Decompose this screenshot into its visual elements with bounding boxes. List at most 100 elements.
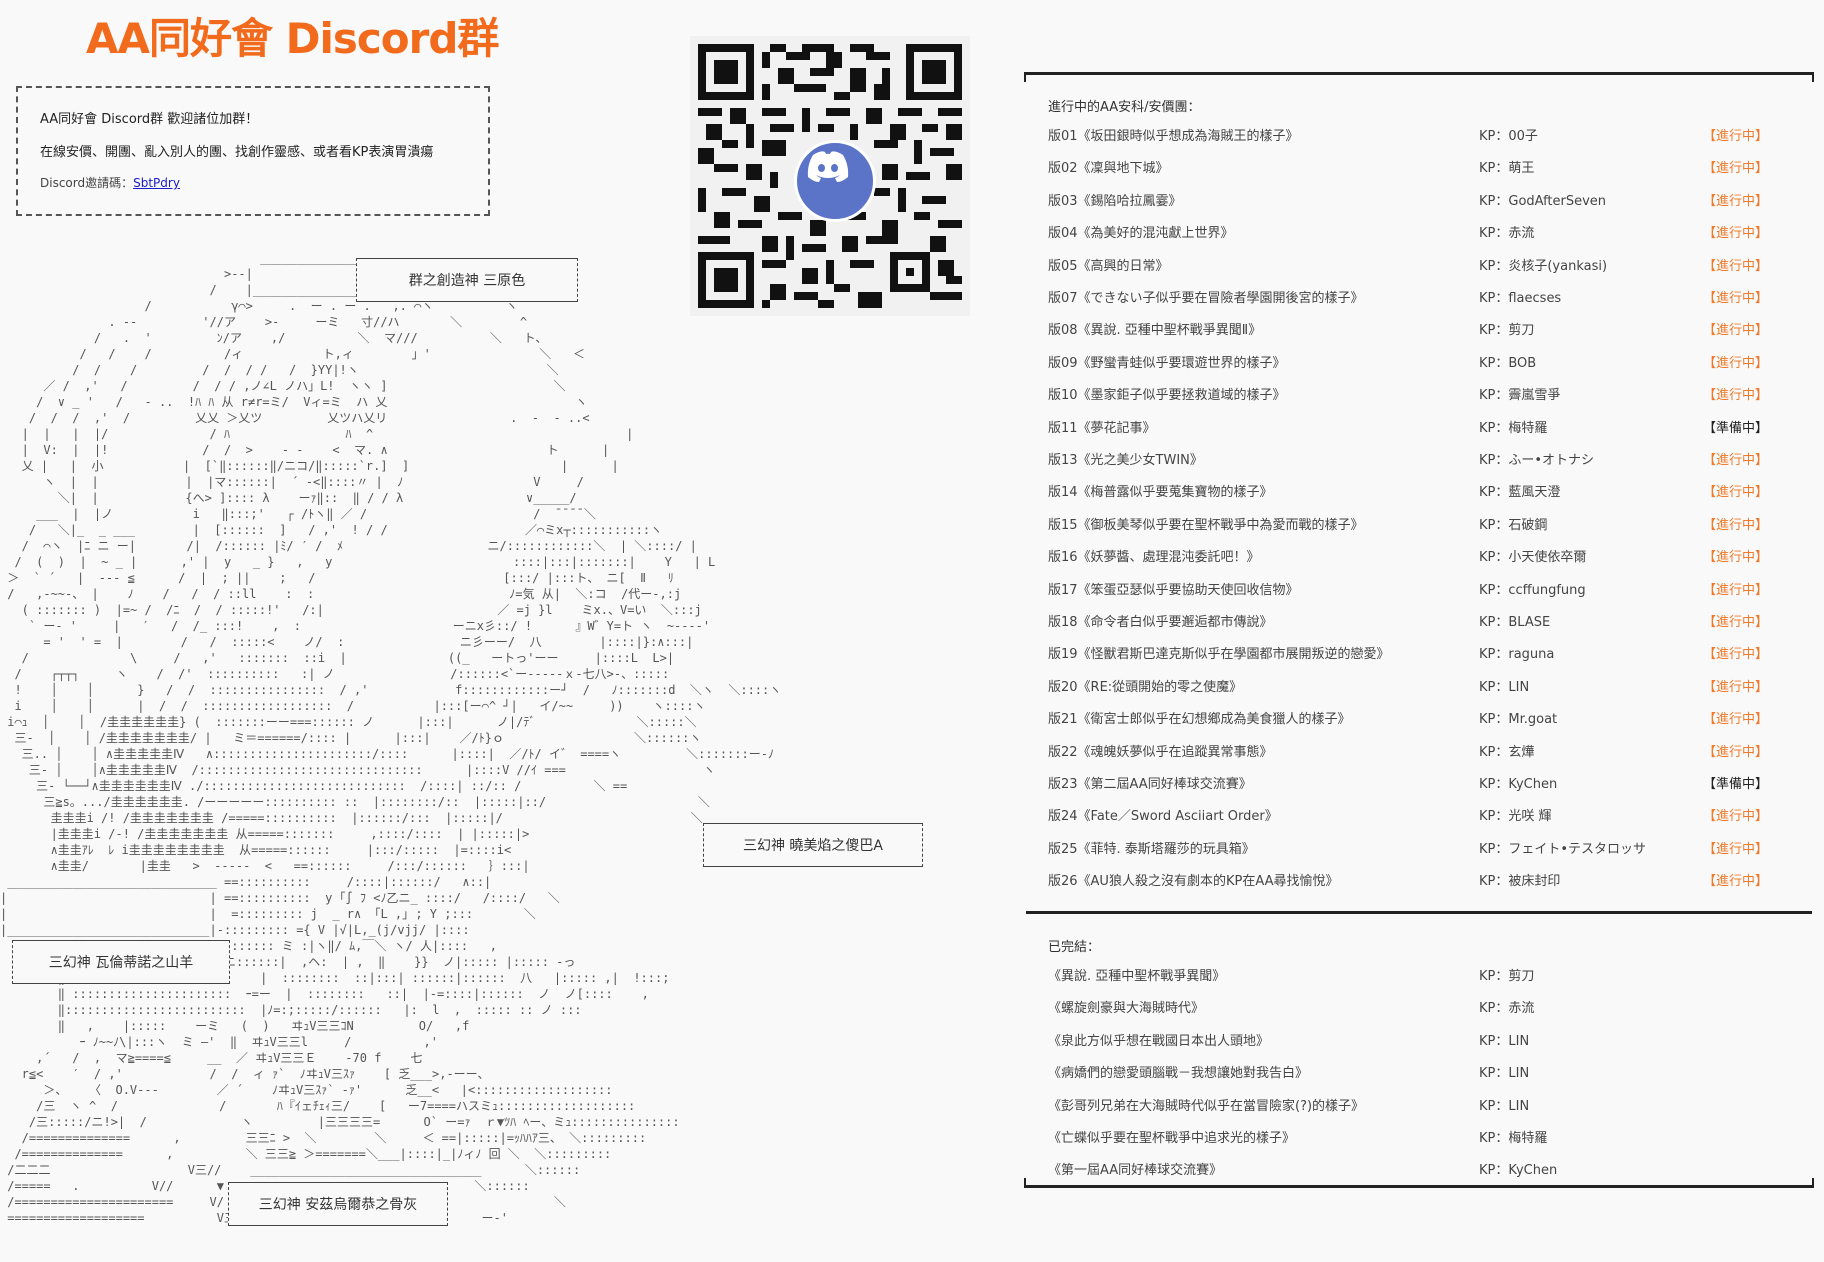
ongoing-row[interactable]: 版22《魂魄妖夢似乎在追蹤異常事態》KP：玄燁【進行中】 bbox=[1048, 741, 1788, 765]
ongoing-row[interactable]: 版09《野蠻青蛙似乎要環遊世界的樣子》KP：BOB【進行中】 bbox=[1048, 352, 1788, 376]
campaign-title[interactable]: 版02《凜與地下城》 bbox=[1048, 161, 1169, 177]
discord-logo-icon bbox=[794, 140, 876, 222]
ongoing-row[interactable]: 版01《坂田銀時似乎想成為海賊王的樣子》KP：00子【進行中】 bbox=[1048, 125, 1788, 149]
campaign-title[interactable]: 版17《笨蛋亞瑟似乎要協助天使回收信物》 bbox=[1048, 582, 1299, 598]
campaign-title[interactable]: 版19《怪獸君斯巴達克斯似乎在學園都市展開叛逆的戀愛》 bbox=[1048, 647, 1390, 663]
status-badge: 【進行中】 bbox=[1703, 258, 1769, 274]
campaign-title[interactable]: 版16《妖夢醬、處理混沌委託吧！》 bbox=[1048, 550, 1260, 566]
campaign-title[interactable]: 版20《RE:從頭開始的零之使魔》 bbox=[1048, 679, 1243, 695]
ongoing-row[interactable]: 版08《異說. 亞種中聖杯戰爭異聞Ⅱ》KP：剪刀【進行中】 bbox=[1048, 319, 1788, 343]
invite-code-link[interactable]: SbtPdry bbox=[133, 176, 180, 190]
ongoing-row[interactable]: 版20《RE:從頭開始的零之使魔》KP：LIN【進行中】 bbox=[1048, 676, 1788, 700]
campaign-title[interactable]: 《異說. 亞種中聖杯戰爭異聞》 bbox=[1048, 969, 1226, 984]
ongoing-row[interactable]: 版18《命令者白似乎要邂逅都市傳說》 KP：BLASE 【進行中】 bbox=[1048, 611, 1788, 635]
campaign-title[interactable]: 版18《命令者白似乎要邂逅都市傳說》 bbox=[1048, 615, 1273, 630]
campaign-title[interactable]: 版05《高興的日常》 bbox=[1048, 258, 1169, 274]
ongoing-row[interactable]: 版24《Fate／Sword Asciiart Order》KP：光咲 輝【進行… bbox=[1048, 805, 1788, 829]
ongoing-row[interactable]: 版04《為美好的混沌獻上世界》KP：赤流【進行中】 bbox=[1048, 222, 1788, 246]
ongoing-row[interactable]: 版05《高興的日常》KP：炎核子(yankasi)【進行中】 bbox=[1048, 255, 1788, 279]
completed-heading: 已完結： bbox=[1048, 940, 1101, 955]
campaign-list-panel: 進行中的AA安科/安價團： 版01《坂田銀時似乎想成為海賊王的樣子》KP：00子… bbox=[1024, 68, 1814, 1203]
campaign-title[interactable]: 版04《為美好的混沌獻上世界》 bbox=[1048, 226, 1234, 242]
campaign-title[interactable]: 版10《墨家鉅子似乎要拯救道域的樣子》 bbox=[1048, 388, 1286, 404]
completed-row[interactable]: 《病嬌們的戀愛頭腦戰－我想讓她對我告白》KP：LIN bbox=[1048, 1062, 1788, 1086]
kp-name: KP：ccffungfung bbox=[1479, 582, 1586, 598]
completed-row[interactable]: 《彭哥列兄弟在大海賊時代似乎在當冒險家(?)的樣子》KP：LIN bbox=[1048, 1095, 1788, 1119]
kp-name: KP：梅特羅 bbox=[1479, 420, 1548, 436]
ongoing-row[interactable]: 版07《できない子似乎要在冒險者學園開後宮的樣子》 KP：flaecses 【進行中… bbox=[1048, 287, 1788, 311]
campaign-title[interactable]: 版09《野蠻青蛙似乎要環遊世界的樣子》 bbox=[1048, 355, 1286, 371]
ongoing-row[interactable]: 版19《怪獸君斯巴達克斯似乎在學園都市展開叛逆的戀愛》KP：raguna【進行中… bbox=[1048, 643, 1788, 667]
kp-name: KP：石破鋼 bbox=[1479, 517, 1548, 533]
status-badge: 【進行中】 bbox=[1703, 161, 1769, 177]
ascii-art-text: ___________________________ >--| |--=ミ /… bbox=[0, 251, 782, 1225]
campaign-title[interactable]: 版14《梅普露似乎要蒐集寶物的樣子》 bbox=[1048, 485, 1273, 501]
campaign-title[interactable]: 版21《衛宮士郎似乎在幻想鄉成為美食獵人的樣子》 bbox=[1048, 712, 1351, 728]
campaign-title[interactable]: 版26《AU狼人殺之沒有劇本的KP在AA尋找愉悅》 bbox=[1048, 874, 1339, 890]
campaign-title[interactable]: 版22《魂魄妖夢似乎在追蹤異常事態》 bbox=[1048, 744, 1273, 760]
ongoing-row[interactable]: 版21《衛宮士郎似乎在幻想鄉成為美食獵人的樣子》KP：Mr.goat【進行中】 bbox=[1048, 708, 1788, 732]
campaign-title[interactable]: 版11《夢花記事》 bbox=[1048, 420, 1156, 436]
ongoing-row[interactable]: 版25《菲特. 泰斯塔羅莎的玩具箱》KP：フェイト•テスタロッサ【進行中】 bbox=[1048, 838, 1788, 862]
status-badge: 【準備中】 bbox=[1703, 777, 1769, 792]
ongoing-row[interactable]: 版17《笨蛋亞瑟似乎要協助天使回收信物》KP：ccffungfung【進行中】 bbox=[1048, 579, 1788, 603]
campaign-title[interactable]: 《螺旋劍豪與大海賊時代》 bbox=[1048, 1001, 1205, 1017]
campaign-title[interactable]: 版25《菲特. 泰斯塔羅莎的玩具箱》 bbox=[1048, 841, 1255, 857]
art-label-creator: 群之創造神 三原色 bbox=[356, 258, 578, 302]
kp-name: KP：BLASE bbox=[1479, 615, 1551, 630]
completed-row[interactable]: 《螺旋劍豪與大海賊時代》KP：赤流 bbox=[1048, 997, 1788, 1021]
ongoing-row[interactable]: 版14《梅普露似乎要蒐集寶物的樣子》KP：藍風天澄【進行中】 bbox=[1048, 481, 1788, 505]
completed-row[interactable]: 《亡蝶似乎要在聖杯戰爭中追求光的樣子》 KP：梅特羅 bbox=[1048, 1127, 1788, 1151]
status-badge: 【進行中】 bbox=[1703, 193, 1769, 209]
ongoing-heading: 進行中的AA安科/安價團： bbox=[1048, 100, 1201, 115]
status-badge: 【進行中】 bbox=[1703, 291, 1769, 306]
campaign-title[interactable]: 《彭哥列兄弟在大海賊時代似乎在當冒險家(?)的樣子》 bbox=[1048, 1098, 1365, 1114]
status-badge: 【進行中】 bbox=[1703, 712, 1769, 728]
kp-name: KP：flaecses bbox=[1479, 291, 1562, 306]
campaign-title[interactable]: 《亡蝶似乎要在聖杯戰爭中追求光的樣子》 bbox=[1048, 1131, 1296, 1146]
kp-name: KP：KyChen bbox=[1479, 777, 1558, 792]
campaign-title[interactable]: 版07《できない子似乎要在冒險者學園開後宮的樣子》 bbox=[1048, 291, 1364, 306]
campaign-title[interactable]: 版08《異說. 亞種中聖杯戰爭異聞Ⅱ》 bbox=[1048, 323, 1262, 339]
campaign-title[interactable]: 《病嬌們的戀愛頭腦戰－我想讓她對我告白》 bbox=[1048, 1066, 1309, 1082]
invite-line: Discord邀請碼：SbtPdry bbox=[40, 174, 488, 191]
campaign-title[interactable]: 《第一屆AA同好棒球交流賽》 bbox=[1048, 1163, 1223, 1179]
campaign-title[interactable]: 版15《御板美琴似乎要在聖杯戰爭中為愛而戰的樣子》 bbox=[1048, 517, 1364, 533]
ongoing-row[interactable]: 版26《AU狼人殺之沒有劇本的KP在AA尋找愉悅》 KP：被床封印 【進行中】 bbox=[1048, 870, 1788, 894]
art-label-ainz: 三幻神 安茲烏爾恭之骨灰 bbox=[228, 1182, 448, 1226]
status-badge: 【進行中】 bbox=[1703, 615, 1769, 630]
status-badge: 【進行中】 bbox=[1703, 517, 1769, 533]
campaign-title[interactable]: 版13《光之美少女TWIN》 bbox=[1048, 453, 1203, 468]
ongoing-row[interactable]: 版15《御板美琴似乎要在聖杯戰爭中為愛而戰的樣子》 KP：石破鋼 【進行中】 bbox=[1048, 514, 1788, 538]
kp-name: KP：被床封印 bbox=[1479, 874, 1561, 890]
completed-row[interactable]: 《第一屆AA同好棒球交流賽》 KP：KyChen bbox=[1048, 1159, 1788, 1183]
info-box: AA同好會 Discord群 歡迎諸位加群！ 在線安價、開團、亂入別人的團、找創… bbox=[16, 86, 490, 216]
kp-name: KP：ふー•オトナシ bbox=[1479, 453, 1595, 468]
invite-label: Discord邀請碼： bbox=[40, 176, 134, 190]
kp-name: KP：赤流 bbox=[1479, 226, 1535, 242]
kp-name: KP：KyChen bbox=[1479, 1163, 1558, 1179]
kp-name: KP：GodAfterSeven bbox=[1479, 193, 1607, 209]
campaign-title[interactable]: 版24《Fate／Sword Asciiart Order》 bbox=[1048, 809, 1278, 825]
campaign-title[interactable]: 版01《坂田銀時似乎想成為海賊王的樣子》 bbox=[1048, 129, 1299, 144]
kp-name: KP：raguna bbox=[1479, 647, 1555, 663]
ongoing-row[interactable]: 版10《墨家鉅子似乎要拯救道域的樣子》KP：霽嵐雪爭【進行中】 bbox=[1048, 384, 1788, 408]
ongoing-row[interactable]: 版11《夢花記事》KP：梅特羅【準備中】 bbox=[1048, 417, 1788, 441]
ongoing-row[interactable]: 版03《錫陷哈拉鳳霎》 KP：GodAfterSeven 【進行中】 bbox=[1048, 190, 1788, 214]
campaign-title[interactable]: 版23《第二屆AA同好棒球交流賽》 bbox=[1048, 777, 1252, 792]
status-badge: 【進行中】 bbox=[1703, 744, 1769, 760]
status-badge: 【進行中】 bbox=[1703, 129, 1769, 144]
status-badge: 【進行中】 bbox=[1703, 874, 1769, 890]
ongoing-row[interactable]: 版02《凜與地下城》KP：萌王【進行中】 bbox=[1048, 157, 1788, 181]
ongoing-row[interactable]: 版16《妖夢醬、處理混沌委託吧！》KP：小天使依卒爾【進行中】 bbox=[1048, 546, 1788, 570]
completed-row[interactable]: 《異說. 亞種中聖杯戰爭異聞》KP：剪刀 bbox=[1048, 965, 1788, 989]
completed-row[interactable]: 《泉此方似乎想在戰國日本出人頭地》KP：LIN bbox=[1048, 1030, 1788, 1054]
kp-name: KP：フェイト•テスタロッサ bbox=[1479, 841, 1647, 857]
kp-name: KP：梅特羅 bbox=[1479, 1131, 1548, 1146]
kp-name: KP：小天使依卒爾 bbox=[1479, 550, 1587, 566]
campaign-title[interactable]: 版03《錫陷哈拉鳳霎》 bbox=[1048, 193, 1182, 209]
description-text: 在線安價、開團、亂入別人的團、找創作靈感、或者看KP表演胃潰瘍 bbox=[40, 145, 434, 160]
ongoing-row[interactable]: 版13《光之美少女TWIN》KP：ふー•オトナシ【進行中】 bbox=[1048, 449, 1788, 473]
ongoing-row[interactable]: 版23《第二屆AA同好棒球交流賽》 KP：KyChen 【準備中】 bbox=[1048, 773, 1788, 797]
campaign-title[interactable]: 《泉此方似乎想在戰國日本出人頭地》 bbox=[1048, 1033, 1270, 1049]
